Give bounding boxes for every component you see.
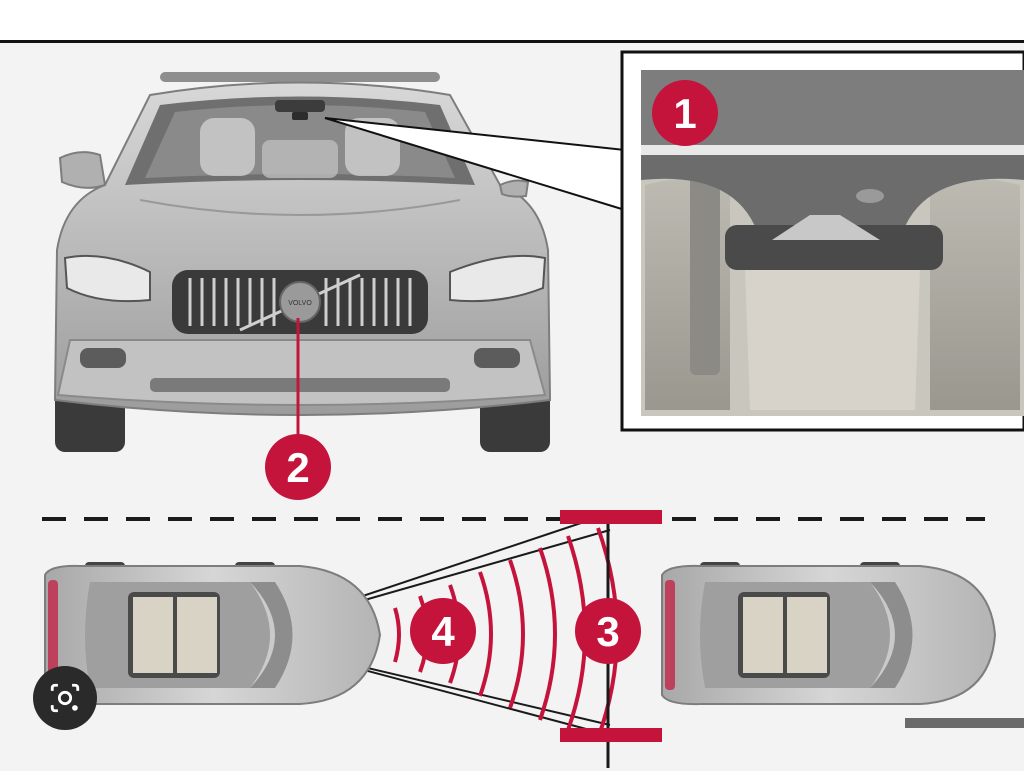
car-ahead-top-view: [661, 562, 997, 706]
corner-bar: [905, 718, 1024, 728]
svg-text:1: 1: [673, 90, 696, 137]
callout-badge-4: 4: [410, 598, 476, 664]
callout-badge-3: 3: [575, 598, 641, 664]
front-view-car: VOLVO: [53, 72, 552, 452]
svg-text:2: 2: [286, 444, 309, 491]
google-lens-button[interactable]: [33, 666, 97, 730]
grille-logo-text: VOLVO: [288, 300, 312, 307]
callout-badge-2: 2: [265, 434, 331, 500]
camera-zoom-panel: [620, 50, 1024, 432]
svg-text:4: 4: [431, 608, 455, 655]
svg-text:3: 3: [596, 608, 619, 655]
callout-badge-1: 1: [652, 80, 718, 146]
grille-logo-badge: [279, 281, 321, 323]
own-car-top-view: [44, 562, 382, 706]
google-lens-icon: [50, 683, 80, 713]
